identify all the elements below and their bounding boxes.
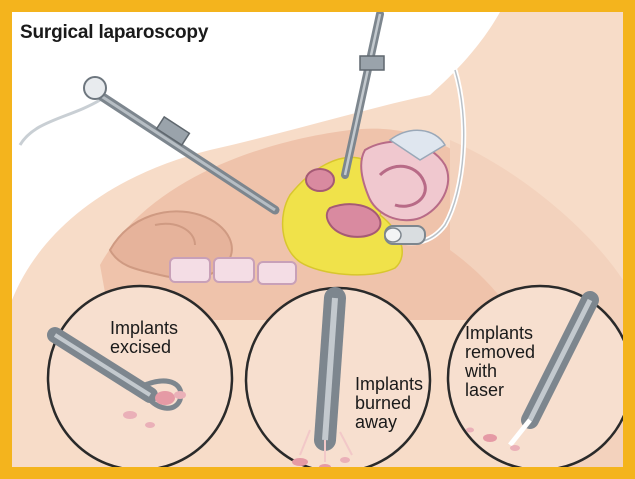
label-line: burned	[355, 394, 423, 413]
label-line: laser	[465, 381, 535, 400]
label-implants-laser: Implants removed with laser	[465, 324, 535, 400]
label-line: Implants	[355, 375, 423, 394]
label-line: Implants	[110, 319, 178, 338]
label-line: with	[465, 362, 535, 381]
label-line: removed	[465, 343, 535, 362]
label-line: away	[355, 413, 423, 432]
label-line: excised	[110, 338, 178, 357]
figure-title: Surgical laparoscopy	[20, 22, 208, 44]
label-line: Implants	[465, 324, 535, 343]
cable-left	[20, 100, 100, 145]
label-implants-excised: Implants excised	[110, 319, 178, 357]
instrument-collar	[360, 56, 384, 70]
spine-segment	[170, 258, 210, 282]
spine-segment	[214, 258, 254, 282]
ovary	[306, 169, 334, 191]
laparoscope-eyepiece	[84, 77, 106, 99]
detail-circle-excised	[48, 286, 232, 470]
label-implants-burned: Implants burned away	[355, 375, 423, 432]
spine-segment	[258, 262, 296, 284]
